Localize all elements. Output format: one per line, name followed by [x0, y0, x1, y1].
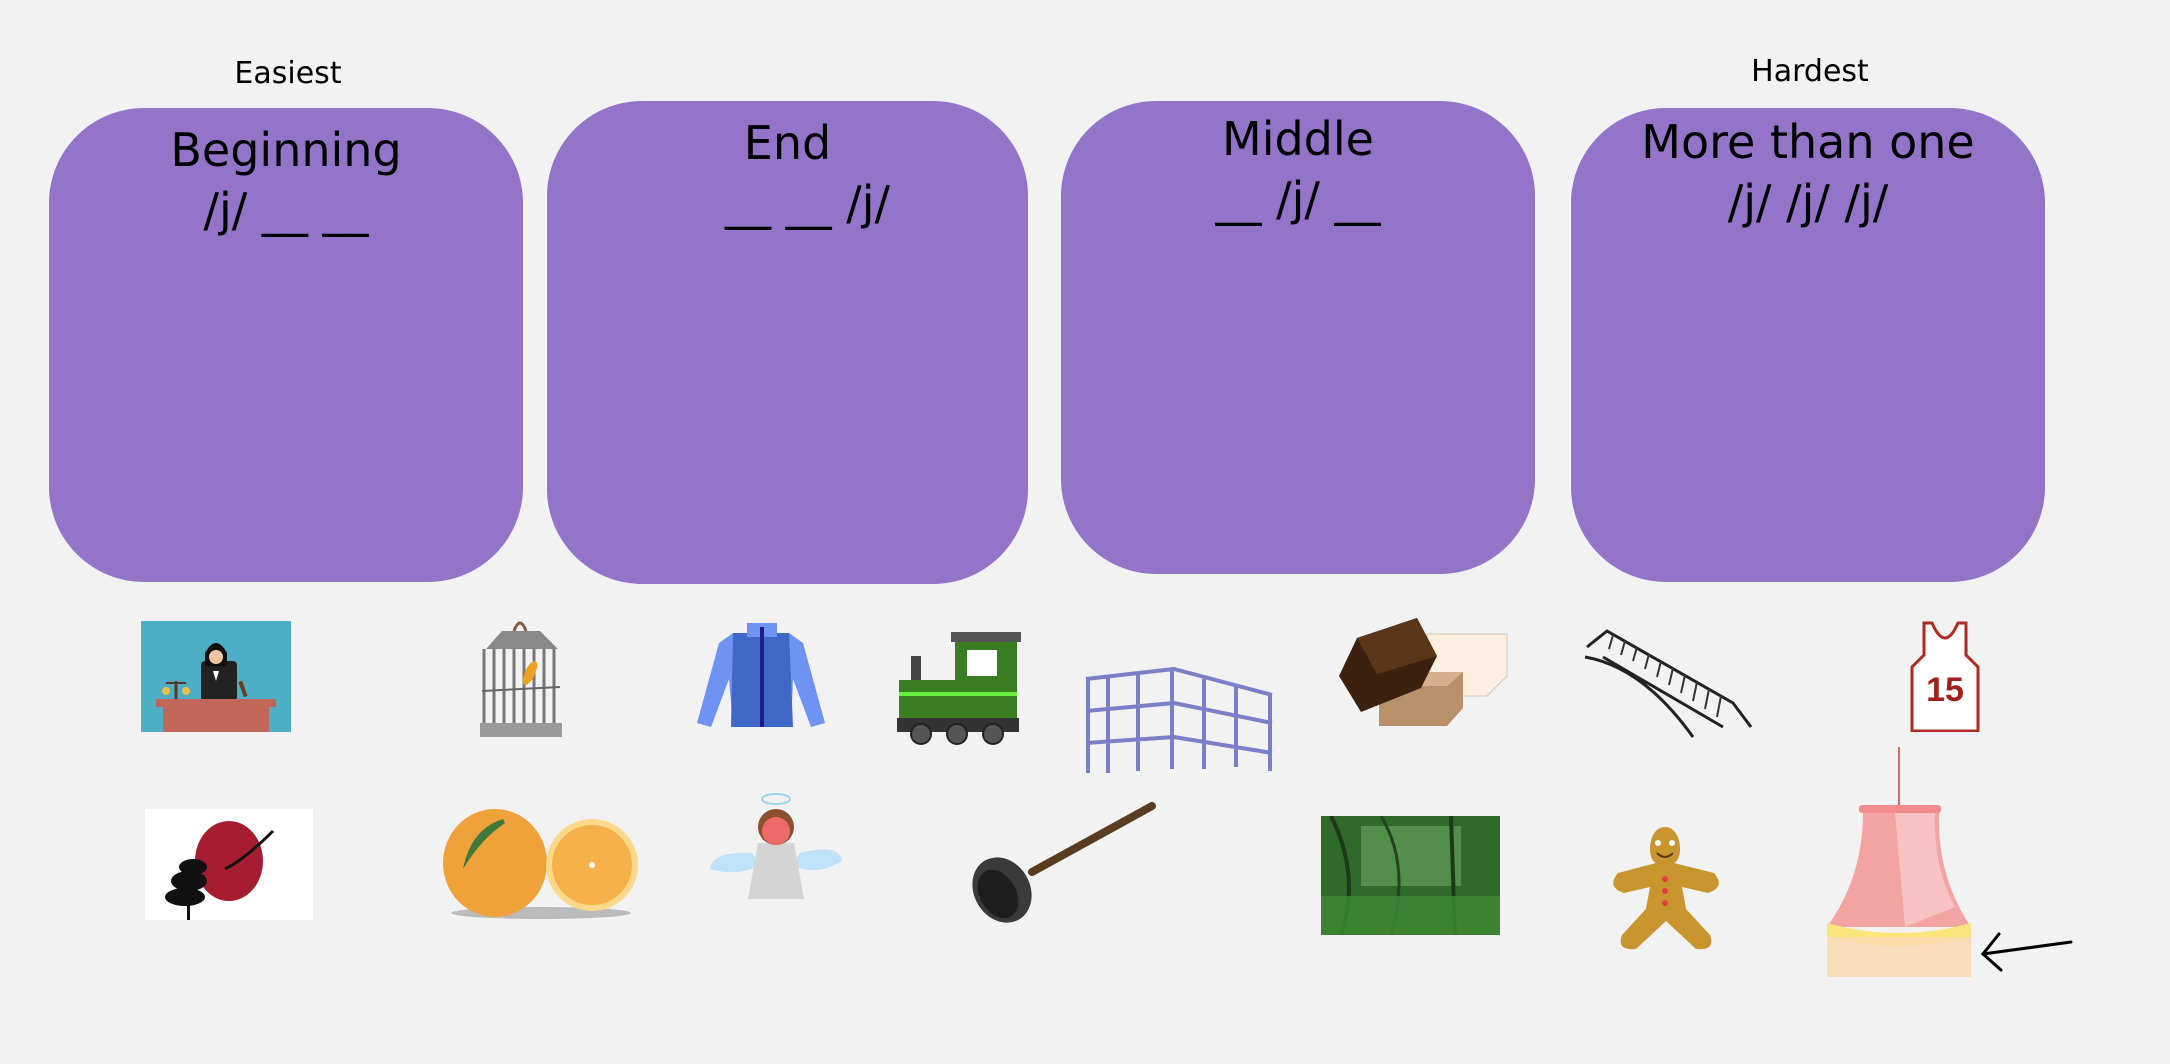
- bridge-icon: [1584, 629, 1753, 738]
- bridge-picture[interactable]: [1583, 627, 1754, 738]
- category-pattern: /j/ /j/ /j/: [1727, 175, 1889, 229]
- jungle-gym-picture[interactable]: [1084, 667, 1275, 775]
- japan-flag-icon: [145, 809, 313, 920]
- category-box-beginning[interactable]: Beginning /j/ __ __: [49, 108, 523, 582]
- judge-icon: [141, 621, 291, 732]
- category-box-end[interactable]: End __ __ /j/: [547, 101, 1028, 584]
- oranges-icon: [443, 809, 638, 919]
- japan-flag-picture[interactable]: [145, 809, 313, 920]
- train-engine-icon: [897, 632, 1021, 745]
- category-title: Middle: [1222, 112, 1374, 166]
- jersey-number: 15: [1926, 671, 1964, 709]
- category-title: More than one: [1641, 115, 1975, 169]
- category-pattern: __ /j/ __: [1215, 172, 1381, 226]
- category-box-more-than-one[interactable]: More than one /j/ /j/ /j/: [1571, 108, 2045, 582]
- judge-picture[interactable]: [141, 621, 291, 732]
- boxes-picture[interactable]: [1337, 616, 1509, 727]
- jungle-picture[interactable]: [1321, 816, 1500, 935]
- plunger-picture[interactable]: [972, 802, 1156, 927]
- lampshade-icon: [1827, 747, 1971, 977]
- category-title: Beginning: [170, 123, 402, 177]
- jacket-icon: [697, 623, 825, 727]
- jungle-gym-icon: [1085, 667, 1273, 773]
- category-pattern: /j/ __ __: [203, 183, 369, 237]
- train-picture[interactable]: [893, 630, 1021, 745]
- gingerbread-man-icon: [1613, 827, 1719, 950]
- birdcage-picture[interactable]: [468, 613, 572, 739]
- oranges-picture[interactable]: [441, 809, 640, 920]
- jersey-icon: 15: [1910, 621, 1980, 732]
- lampshade-picture[interactable]: [1825, 747, 1973, 980]
- category-title: End: [743, 116, 832, 170]
- birdcage-icon: [480, 621, 562, 737]
- easiest-label: Easiest: [234, 56, 342, 91]
- left-arrow-icon: [1980, 932, 2073, 972]
- gingerbread-picture[interactable]: [1606, 823, 1725, 951]
- jungle-icon: [1321, 816, 1500, 935]
- angel-icon: [710, 793, 842, 899]
- angel-picture[interactable]: [708, 791, 844, 902]
- arrow-annotation: [1979, 930, 2074, 972]
- jacket-picture[interactable]: [693, 619, 830, 733]
- jersey-picture[interactable]: 15: [1910, 621, 1980, 732]
- plunger-icon: [972, 802, 1156, 923]
- category-box-middle[interactable]: Middle __ /j/ __: [1061, 101, 1535, 574]
- fudge-boxes-icon: [1339, 618, 1508, 726]
- hardest-label: Hardest: [1751, 54, 1869, 89]
- category-pattern: __ __ /j/: [724, 176, 891, 230]
